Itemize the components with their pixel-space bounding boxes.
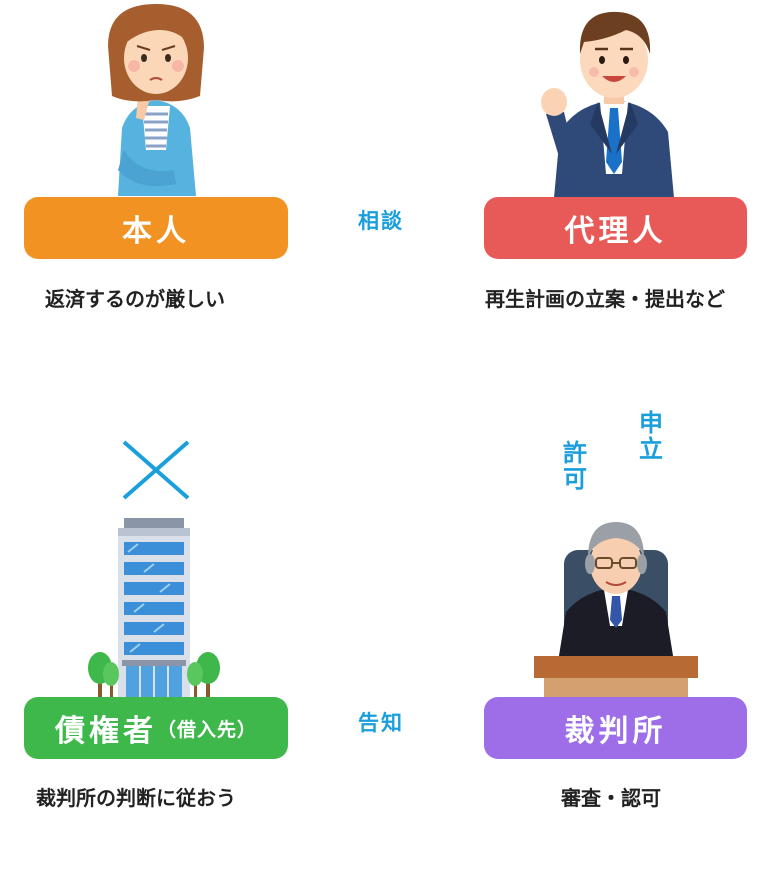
agent-label: 代理人 bbox=[484, 197, 747, 259]
consult-connector: 相談 bbox=[358, 209, 404, 233]
office-building-icon bbox=[88, 518, 220, 698]
apply-connector: 申立 bbox=[639, 409, 663, 463]
court-desc: 審査・認可 bbox=[561, 786, 661, 810]
cross-mark-icon bbox=[122, 440, 190, 500]
creditor-label-text: 債権者 bbox=[54, 714, 157, 749]
businessman-icon bbox=[541, 11, 674, 198]
agent-label-text: 代理人 bbox=[564, 214, 667, 249]
notice-connector: 告知 bbox=[358, 711, 404, 735]
court-label-text: 裁判所 bbox=[564, 714, 667, 749]
creditor-label-sub: （借入先） bbox=[156, 718, 257, 741]
principal-label-text: 本人 bbox=[122, 214, 190, 249]
creditor-label: 債権者（借入先） bbox=[24, 697, 288, 759]
court-label: 裁判所 bbox=[484, 697, 747, 759]
agent-desc: 再生計画の立案・提出など bbox=[485, 287, 725, 311]
judge-icon bbox=[534, 522, 698, 698]
principal-desc: 返済するのが厳しい bbox=[45, 287, 225, 311]
permit-connector: 許可 bbox=[563, 439, 587, 493]
worried-woman-icon bbox=[108, 4, 204, 196]
principal-label: 本人 bbox=[24, 197, 288, 259]
creditor-desc: 裁判所の判断に従おう bbox=[36, 786, 236, 810]
